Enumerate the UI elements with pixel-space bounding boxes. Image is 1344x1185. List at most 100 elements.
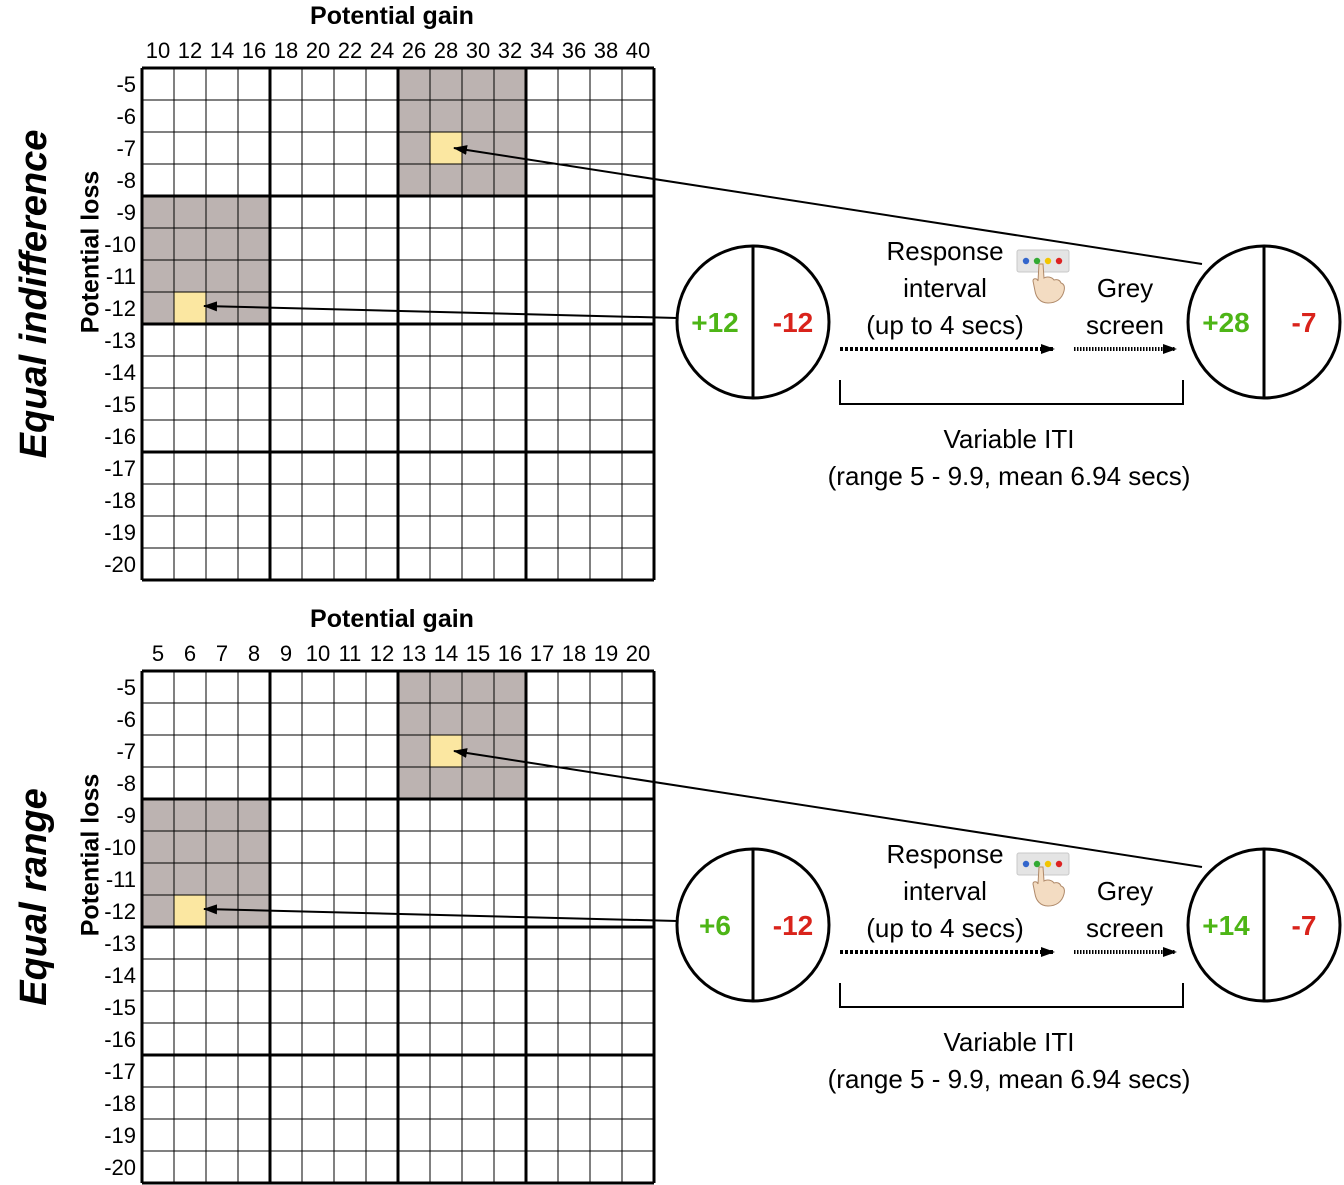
y-axis-title: Potential loss <box>77 171 105 334</box>
x-tick-label: 36 <box>562 38 586 63</box>
x-tick-label: 28 <box>434 38 458 63</box>
x-tick-label: 16 <box>498 641 522 666</box>
response-interval-text: Response <box>886 839 1003 869</box>
x-axis-title: Potential gain <box>310 2 474 30</box>
iti-text: (range 5 - 9.9, mean 6.94 secs) <box>828 461 1191 491</box>
trial-stimulus-first: +12-12 <box>675 244 831 400</box>
connector-arrow <box>203 904 678 922</box>
grey-screen-text: screen <box>1086 310 1164 340</box>
response-keypad-hand-icon <box>1016 852 1070 907</box>
response-keypad-hand-icon <box>1016 249 1070 304</box>
y-tick-label: -5 <box>116 72 136 97</box>
response-interval-text: (up to 4 secs) <box>866 310 1024 340</box>
x-tick-label: 14 <box>210 38 234 63</box>
x-tick-label: 38 <box>594 38 618 63</box>
y-tick-label: -8 <box>116 771 136 796</box>
x-tick-label: 12 <box>178 38 202 63</box>
highlighted-cell <box>174 895 206 927</box>
y-tick-label: -9 <box>116 200 136 225</box>
y-tick-label: -13 <box>104 328 136 353</box>
iti-text: Variable ITI <box>943 1027 1074 1057</box>
y-tick-label: -11 <box>106 264 136 289</box>
loss-value: -7 <box>1292 307 1317 338</box>
connector-arrow <box>203 301 678 319</box>
x-tick-label: 19 <box>594 641 618 666</box>
x-tick-label: 10 <box>146 38 170 63</box>
iti-bracket <box>839 983 1184 1008</box>
y-tick-label: -19 <box>104 1123 136 1148</box>
hand-shape <box>1032 866 1065 907</box>
y-tick-label: -20 <box>104 552 136 577</box>
y-tick-label: -17 <box>104 456 136 481</box>
y-tick-label: -18 <box>104 1091 136 1116</box>
response-interval-text: Response <box>886 236 1003 266</box>
keypad-button <box>1022 860 1030 868</box>
y-tick-label: -5 <box>116 675 136 700</box>
y-tick-label: -6 <box>116 104 136 129</box>
y-tick-label: -11 <box>106 867 136 892</box>
x-tick-label: 34 <box>530 38 554 63</box>
highlighted-cell <box>174 292 206 324</box>
y-tick-label: -20 <box>104 1155 136 1180</box>
response-interval-text: interval <box>903 273 987 303</box>
keypad-button <box>1022 257 1030 265</box>
response-interval-text: interval <box>903 876 987 906</box>
keypad-button <box>1055 257 1063 265</box>
x-tick-label: 5 <box>152 641 164 666</box>
y-tick-label: -8 <box>116 168 136 193</box>
keypad-button <box>1044 860 1052 868</box>
x-tick-label: 7 <box>216 641 228 666</box>
loss-value: -12 <box>773 910 813 941</box>
y-tick-label: -18 <box>104 488 136 513</box>
x-tick-label: 18 <box>274 38 298 63</box>
y-tick-label: -10 <box>104 835 136 860</box>
trial-stimulus-second: +28 -7 <box>1186 244 1342 400</box>
y-tick-label: -9 <box>116 803 136 828</box>
x-tick-label: 15 <box>466 641 490 666</box>
loss-value: -7 <box>1292 910 1317 941</box>
x-tick-label: 14 <box>434 641 458 666</box>
y-tick-label: -14 <box>104 963 136 988</box>
y-tick-label: -12 <box>104 899 136 924</box>
keypad-button <box>1044 257 1052 265</box>
x-tick-label: 40 <box>626 38 650 63</box>
x-tick-label: 16 <box>242 38 266 63</box>
x-tick-label: 10 <box>306 641 330 666</box>
connector-arrow <box>453 748 1203 868</box>
x-tick-label: 11 <box>339 641 362 666</box>
trial-stimulus-second: +14 -7 <box>1186 847 1342 1003</box>
x-tick-label: 20 <box>306 38 330 63</box>
y-tick-label: -7 <box>116 739 136 764</box>
keypad-button <box>1033 860 1041 868</box>
grey-screen-text: Grey <box>1097 273 1153 303</box>
gain-value: +28 <box>1202 307 1250 338</box>
y-tick-label: -19 <box>104 520 136 545</box>
y-tick-label: -14 <box>104 360 136 385</box>
x-tick-label: 26 <box>402 38 426 63</box>
y-tick-label: -12 <box>104 296 136 321</box>
x-tick-label: 30 <box>466 38 490 63</box>
loss-value: -12 <box>773 307 813 338</box>
iti-bracket <box>839 380 1184 405</box>
x-tick-label: 8 <box>248 641 260 666</box>
y-tick-label: -15 <box>104 995 136 1020</box>
y-tick-label: -6 <box>116 707 136 732</box>
keypad-button <box>1055 860 1063 868</box>
x-tick-label: 13 <box>402 641 426 666</box>
y-tick-label: -7 <box>116 136 136 161</box>
x-tick-label: 24 <box>370 38 394 63</box>
y-tick-label: -13 <box>104 931 136 956</box>
x-tick-label: 6 <box>184 641 196 666</box>
gain-value: +14 <box>1202 910 1250 941</box>
connector-arrow <box>453 145 1203 265</box>
grey-screen-text: screen <box>1086 913 1164 943</box>
grey-screen-text: Grey <box>1097 876 1153 906</box>
y-tick-label: -16 <box>104 424 136 449</box>
x-axis-title: Potential gain <box>310 605 474 633</box>
y-tick-label: -17 <box>104 1059 136 1084</box>
y-axis-title: Potential loss <box>77 774 105 937</box>
gain-value: +6 <box>699 910 731 941</box>
x-tick-label: 32 <box>498 38 522 63</box>
x-tick-label: 12 <box>370 641 394 666</box>
